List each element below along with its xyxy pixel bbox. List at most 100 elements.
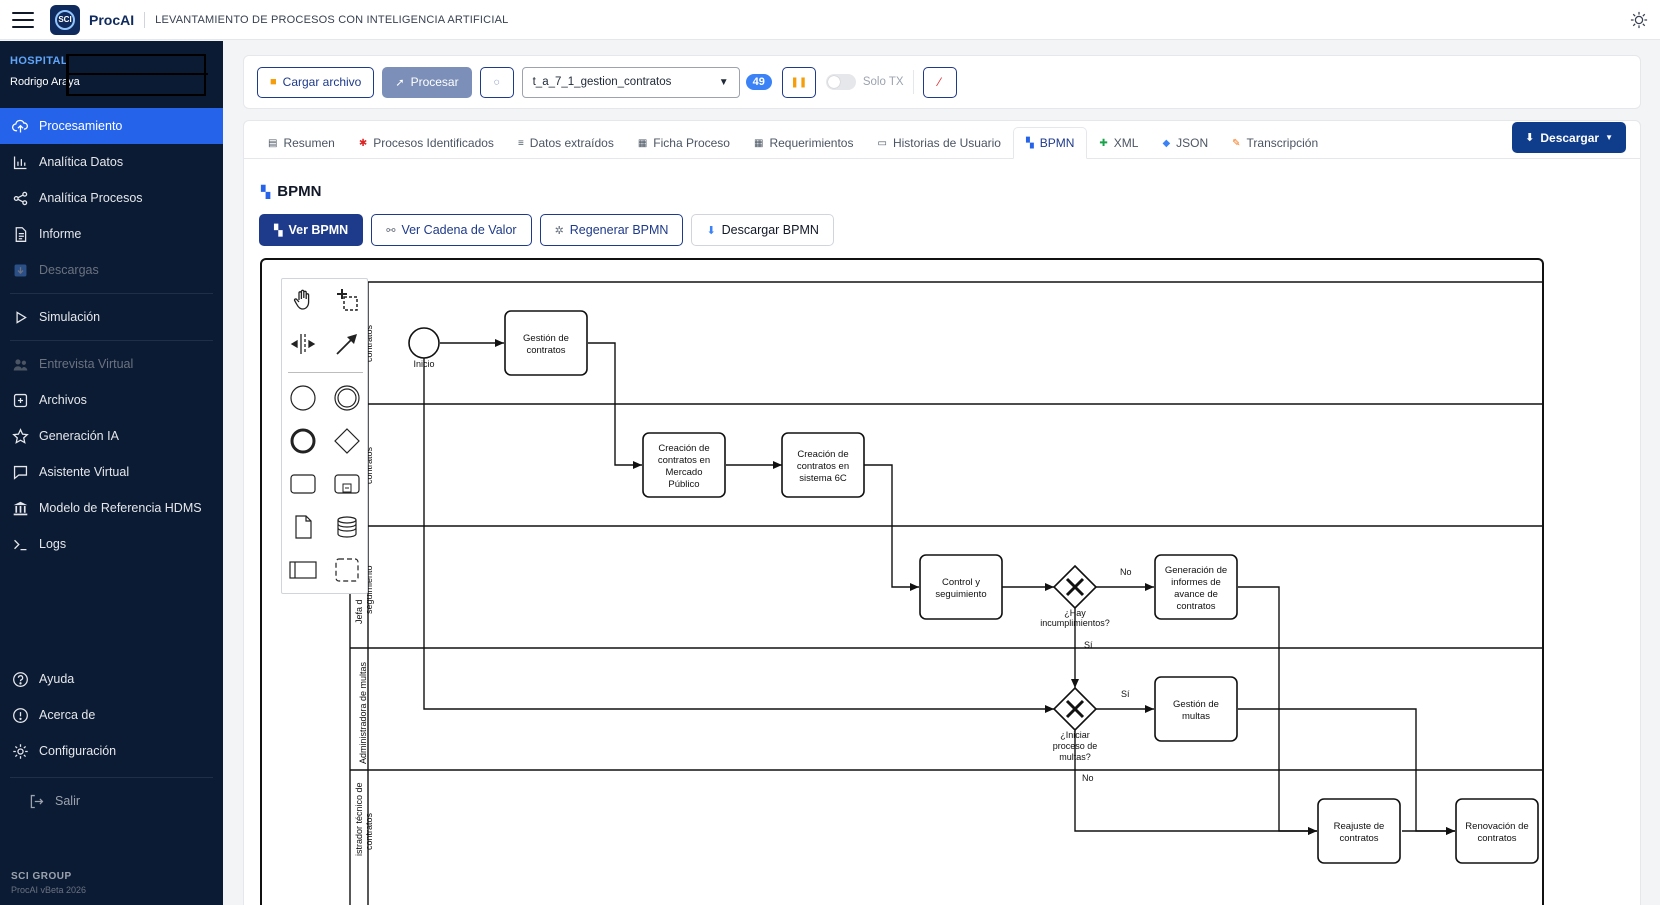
subprocess-tool-icon[interactable] — [332, 469, 362, 499]
page-icon: ▤ — [268, 137, 278, 149]
tab-xml[interactable]: ✚XML — [1099, 136, 1139, 150]
flow-label-si: Sí — [1121, 689, 1130, 699]
sidebar-divider — [10, 777, 213, 778]
solo-tx-toggle[interactable] — [825, 74, 856, 90]
brand-divider — [144, 11, 146, 28]
download-bpmn-button[interactable]: ⬇Descargar BPMN — [691, 214, 834, 246]
download-dropdown-button[interactable]: ⬇Descargar▼ — [1512, 122, 1626, 153]
app-version: ProcAI vBeta 2026 — [11, 885, 87, 895]
view-value-chain-button[interactable]: ⚯Ver Cadena de Valor — [371, 214, 532, 246]
sequence-flows — [423, 339, 1455, 835]
sidebar-item-asistente-virtual[interactable]: Asistente Virtual — [0, 454, 223, 490]
tab-requerimientos[interactable]: ▦Requerimientos — [753, 136, 854, 150]
start-event-label: Inicio — [413, 359, 434, 369]
sidebar-item-label: Informe — [39, 227, 82, 241]
broom-icon: ⁄ — [938, 75, 941, 89]
sidebar-item-label: Asistente Virtual — [39, 465, 130, 479]
process-button[interactable]: ➚Procesar — [382, 66, 472, 98]
bpmn-canvas[interactable]: contratos contratos Jefa d seguimiento A… — [260, 258, 1544, 905]
tab-resumen[interactable]: ▤Resumen — [268, 136, 335, 150]
app-logo: SCI — [50, 4, 80, 35]
group-tool-icon[interactable] — [332, 555, 362, 585]
folder-plus-icon — [13, 393, 28, 407]
flow-label-si: Sí — [1084, 640, 1093, 650]
sidebar-item-salir[interactable]: Salir — [0, 783, 223, 819]
lane-label: contratos — [364, 446, 374, 484]
tab-json[interactable]: ◆JSON — [1162, 136, 1209, 150]
pause-button[interactable]: ❚❚ — [781, 66, 816, 98]
terminal-icon — [14, 539, 27, 550]
sidebar-item-label: Configuración — [39, 744, 117, 758]
upload-file-button[interactable]: ■Cargar archivo — [257, 66, 375, 98]
lasso-tool-icon[interactable] — [332, 285, 362, 315]
sidebar-item-logs[interactable]: Logs — [0, 526, 223, 562]
sidebar-item-archivos[interactable]: Archivos — [0, 382, 223, 418]
hamburger-menu-icon[interactable] — [12, 11, 34, 28]
file-select[interactable]: t_a_7_1_gestion_contratos▼ — [521, 66, 740, 98]
sidebar-item-label: Logs — [39, 537, 67, 551]
tab-bpmn[interactable]: ▚BPMN — [1012, 127, 1088, 159]
tab-transcripcion[interactable]: ✎Transcripción — [1232, 136, 1319, 150]
regenerate-bpmn-button[interactable]: ✲Regenerar BPMN — [539, 214, 684, 246]
gateway-tool-icon[interactable] — [332, 426, 362, 456]
processing-toolbar: ■Cargar archivo ➚Procesar ◌ t_a_7_1_gest… — [243, 55, 1641, 109]
sidebar-item-analitica-datos[interactable]: Analítica Datos — [0, 144, 223, 180]
org-block: HOSPITAL Rodrigo Araya — [0, 41, 223, 103]
connect-tool-icon[interactable] — [332, 329, 362, 359]
sidebar-item-entrevista-virtual[interactable]: Entrevista Virtual — [0, 346, 223, 382]
tab-procesos-identificados[interactable]: ✱Procesos Identificados — [358, 136, 494, 150]
hand-tool-icon[interactable] — [288, 285, 318, 315]
sidebar-item-procesamiento[interactable]: Procesamiento — [0, 108, 223, 144]
lane-label: contratos — [364, 812, 374, 850]
sidebar-item-analitica-procesos[interactable]: Analítica Procesos — [0, 180, 223, 216]
intermediate-event-tool-icon[interactable] — [332, 383, 362, 413]
sidebar-item-acerca-de[interactable]: Acerca de — [0, 697, 223, 733]
refresh-button[interactable]: ◌ — [479, 66, 514, 98]
refresh-icon: ◌ — [493, 76, 500, 88]
end-event-tool-icon[interactable] — [288, 426, 318, 456]
tab-ficha-proceso[interactable]: ▦Ficha Proceso — [637, 136, 730, 150]
lane-label: Jefa d — [354, 599, 364, 624]
clear-button[interactable]: ⁄ — [922, 66, 957, 98]
sidebar-item-modelo-referencia[interactable]: Modelo de Referencia HDMS — [0, 490, 223, 526]
upload-cloud-icon — [12, 119, 28, 132]
start-event[interactable] — [408, 327, 440, 359]
bpmn-palette — [281, 278, 368, 594]
space-tool-icon[interactable] — [288, 329, 318, 359]
tab-datos-extraidos[interactable]: ≡Datos extraídos — [517, 136, 614, 150]
sidebar-item-configuracion[interactable]: Configuración — [0, 733, 223, 769]
sidebar-item-informe[interactable]: Informe — [0, 216, 223, 252]
sidebar-item-ayuda[interactable]: Ayuda — [0, 661, 223, 697]
sidebar-item-generacion-ia[interactable]: Generación IA — [0, 418, 223, 454]
view-bpmn-button[interactable]: ▚Ver BPMN — [259, 214, 364, 246]
flow-label-no: No — [1082, 773, 1094, 783]
data-store-tool-icon[interactable] — [332, 512, 362, 542]
pool-tool-icon[interactable] — [288, 555, 318, 585]
toolbar-divider — [912, 70, 914, 94]
task-tool-icon[interactable] — [288, 469, 318, 499]
data-object-tool-icon[interactable] — [288, 512, 318, 542]
sidebar-footer: SCI GROUP ProcAI vBeta 2026 — [11, 871, 86, 895]
start-event-tool-icon[interactable] — [288, 383, 318, 413]
sidebar-item-simulacion[interactable]: Simulación — [0, 299, 223, 335]
tab-historias-usuario[interactable]: ▭Historias de Usuario — [877, 136, 1001, 150]
sun-icon[interactable] — [1630, 11, 1648, 29]
sidebar-item-label: Archivos — [39, 393, 87, 407]
sidebar-item-label: Simulación — [39, 310, 101, 324]
sidebar: HOSPITAL Rodrigo Araya Procesamiento Ana… — [0, 41, 223, 905]
sidebar-item-descargas[interactable]: Descargas — [0, 252, 223, 288]
